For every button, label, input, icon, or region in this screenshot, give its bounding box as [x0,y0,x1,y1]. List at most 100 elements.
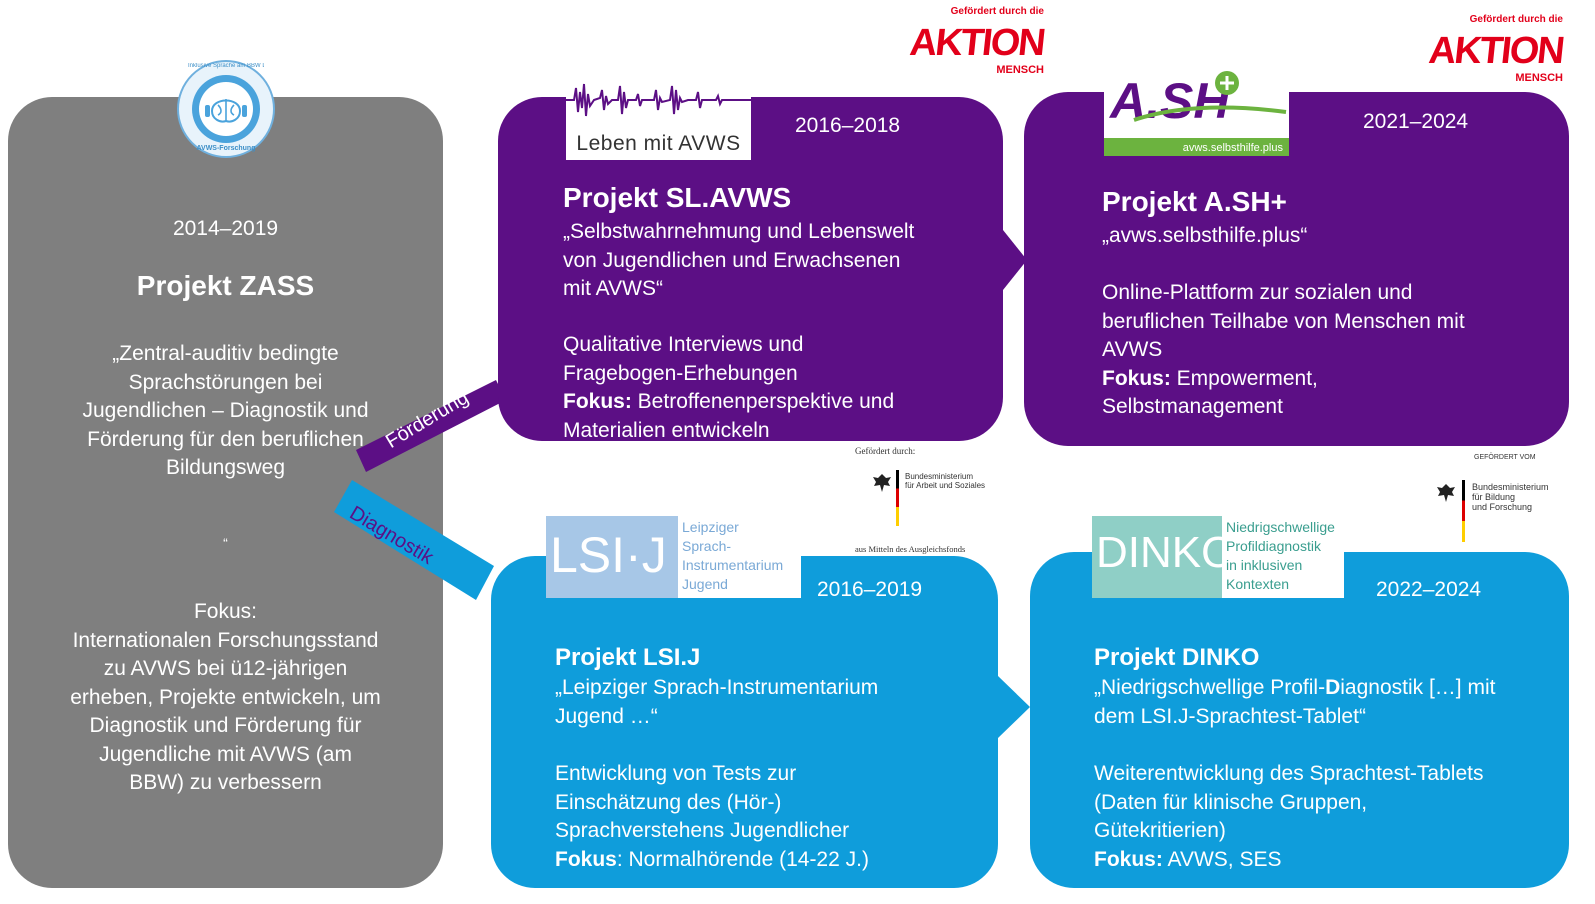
dinko-body-line: Weiterentwicklung des Sprachtest-Tablets [1094,762,1484,785]
zass-desc-line: „Zentral-auditiv bedingte [112,342,339,365]
leben-mit-avws-text: Leben mit AVWS [576,132,741,155]
zass-focus-label: Fokus: [193,600,258,623]
lsij-desc-line: Jugend …“ [555,704,658,728]
slavws-title: Projekt SL.AVWS [563,182,792,213]
waveform-icon [566,83,751,117]
zass-desc-line: Jugendlichen – Diagnostik und [82,399,369,422]
zass-years: 2014–2019 [172,217,279,240]
lsij-logo-text: LSI·J [550,527,667,583]
dinko-desc-part: „Niedrigschwellige Profil- [1094,676,1326,699]
slavws-focus-line: Fokus: Betroffenenperspektive und [563,388,894,417]
sponsor-bottom-text: aus Mitteln des Ausgleichsfonds [855,544,966,554]
dinko-desc-line: „Niedrigschwellige Profil-Diagnostik […]… [1094,674,1495,703]
aktion-wordmark: AKTION [908,22,1047,64]
dinko-logo-line: Kontexten [1226,576,1290,592]
lsij-focus-label: Fokus [555,847,617,871]
slavws-desc-line: mit AVWS“ [563,277,663,300]
ash-focus-line: Selbstmanagement [1102,395,1283,418]
lsij-logo: LSI·J Leipziger Sprach- Instrumentarium … [546,516,801,598]
dinko-body: Weiterentwicklung des Sprachtest-Tablets… [1094,760,1483,874]
ash-body: Online-Plattform zur sozialen und berufl… [1102,279,1465,422]
dinko-title: Projekt DINKO [1094,644,1260,671]
aktion-mensch-logo: Gefördert durch die AKTION MENSCH [1427,14,1565,88]
ash-description: „avws.selbsthilfe.plus“ [1102,224,1308,247]
ash-logo-url: avws.selbsthilfe.plus [1182,142,1283,154]
dinko-desc-line: dem LSI.J-Sprachtest-Tablet“ [1094,704,1366,728]
lsij-logo-tile [546,516,678,598]
avws-forschung-badge: Inklusive Sprache am BBW Leipzig AVWS-Fo… [176,59,276,159]
slavws-focus-text: Betroffenenperspektive und [631,390,895,413]
slavws-desc-line: „Selbstwahrnehmung und Lebenswelt [563,220,915,243]
ash-years: 2021–2024 [1363,110,1469,133]
ministry-line: für Arbeit und Soziales [905,481,986,490]
dinko-body-line: (Daten für klinische Gruppen, [1094,790,1368,814]
zass-focus-line: BBW) zu verbessern [129,771,322,794]
bmbf-sponsor-logo: GEFÖRDERT VOM Bundesministerium für Bild… [1430,452,1570,548]
dinko-logo-line: in inklusiven [1226,557,1303,573]
foerderung-arrow [356,380,526,490]
ash-logo-text: A.SH [1110,73,1230,129]
lsij-arrow [998,676,1030,738]
federal-eagle-icon [1437,484,1455,502]
zass-focus: Fokus: Internationalen Forschungsstand z… [8,598,443,798]
dinko-focus-line: Fokus: AVWS, SES [1094,846,1483,875]
ministry-name: Bundesministerium für Arbeit und Soziale… [905,472,985,490]
lsij-body-line: Sprachverstehens Jugendlicher [555,819,850,842]
zass-description: „Zentral-auditiv bedingte Sprachstörunge… [8,340,443,483]
flag-stripe [896,470,899,526]
ash-focus-text: Empowerment, [1170,366,1318,390]
dinko-focus-label: Fokus: [1094,847,1163,871]
mensch-wordmark: MENSCH [996,64,1044,76]
dinko-body-line: Gütekritierien) [1094,819,1226,842]
zass-focus-line: zu AVWS bei ü12-jährigen [103,657,348,680]
leben-mit-avws-logo: Leben mit AVWS [566,78,751,160]
diagnostik-arrow [334,480,504,610]
sponsor-top-text: Gefördert durch: [855,446,916,456]
dinko-years: 2022–2024 [1376,578,1482,601]
slavws-description: „Selbstwahrnehmung und Lebenswelt von Ju… [563,218,914,304]
flag-stripe [1462,480,1465,542]
ash-body-line: beruflichen Teilhabe von Menschen mit [1102,309,1465,333]
lsij-body-line: Einschätzung des (Hör-) [555,790,782,814]
lsij-card [491,556,998,888]
badge-ring-text: Inklusive Sprache am BBW Leipzig [188,63,264,69]
bmas-sponsor-logo: Gefördert durch: Bundesministerium für A… [852,444,1002,556]
lsij-years: 2016–2019 [817,578,923,601]
slavws-focus-line: Materialien entwickeln [563,418,770,442]
ash-body-line: AVWS [1102,338,1163,361]
zass-title: Projekt ZASS [136,270,315,301]
zass-focus-line: Jugendliche mit AVWS (am [99,742,352,766]
dinko-logo-line: Profildiagnostik [1226,538,1321,554]
lsij-title: Projekt LSI.J [555,644,701,671]
lsij-logo-line: Sprach- [682,538,732,554]
dinko-logo-lines: Niedrigschwellige Profildiagnostik in in… [1226,518,1335,594]
lsij-logo-line: Leipziger [682,519,739,535]
lsij-body: Entwicklung von Tests zur Einschätzung d… [555,760,869,874]
zass-focus-line: erheben, Projekte entwickeln, um [70,685,381,709]
slavws-desc-line: von Jugendlichen und Erwachsenen [563,248,901,272]
ministry-line: für Bildung [1472,492,1516,502]
ministry-name: Bundesministerium für Bildung und Forsch… [1472,482,1549,512]
plus-icon [1215,71,1239,95]
ash-body-line: Online-Plattform zur sozialen und [1102,281,1413,304]
ash-focus-line: Fokus: Empowerment, [1102,365,1465,394]
ministry-line: und Forschung [1472,502,1533,512]
zass-desc-line: Sprachstörungen bei [128,370,323,394]
mensch-wordmark: MENSCH [1515,72,1563,84]
dinko-logo-tile [1092,516,1222,598]
zass-desc-line: Förderung für den beruflichen [87,427,364,451]
sponsor-top-text: GEFÖRDERT VOM [1474,454,1536,461]
lsij-focus-text: : Normalhörende (14-22 J.) [616,847,869,871]
lsij-description: „Leipziger Sprach-Instrumentarium Jugend… [555,674,878,731]
slavws-method-line: Qualitative Interviews und [563,333,804,356]
dinko-description: „Niedrigschwellige Profil-Diagnostik […]… [1094,674,1495,731]
sponsor-top-text: Gefördert durch die [950,6,1044,17]
ash-logo-bar [1104,138,1289,156]
dinko-logo-text: DINKO [1096,528,1236,577]
badge-bottom-text: AVWS-Forschung [196,145,256,152]
lsij-body-line: Entwicklung von Tests zur [555,762,797,785]
zass-focus-line: Diagnostik und Förderung für [89,714,362,737]
slavws-method: Qualitative Interviews und Fragebogen-Er… [563,331,894,445]
dinko-desc-bold: D [1325,676,1341,699]
dinko-logo-line: Niedrigschwellige [1226,519,1335,535]
